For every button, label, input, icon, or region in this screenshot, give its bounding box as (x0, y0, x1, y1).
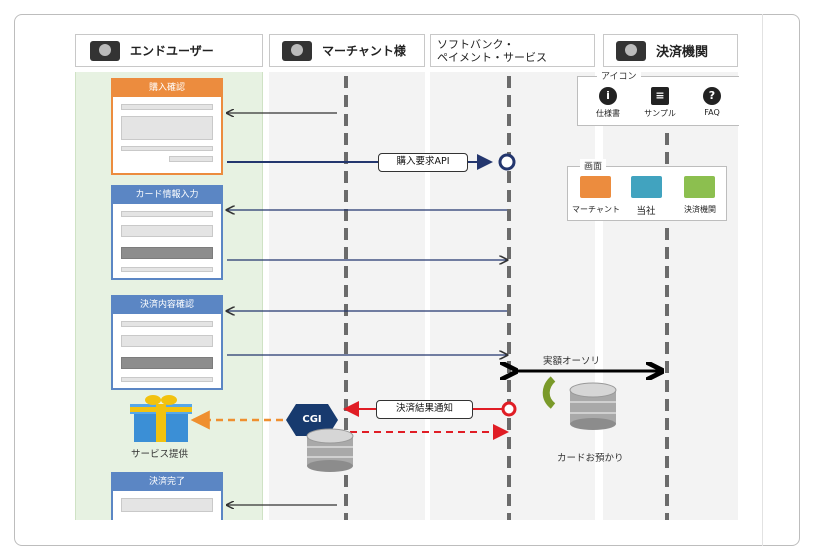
faq-icon-item[interactable]: ? FAQ (686, 87, 738, 117)
service-provision-label: サービス提供 (131, 449, 189, 460)
sbps-label-line2: ペイメント・サービス (437, 50, 547, 64)
faq-label: FAQ (704, 108, 720, 117)
payment-confirm-screen[interactable]: 決済内容確認 (111, 295, 223, 390)
mock-bar (121, 267, 213, 272)
payment-flow-diagram: エンドユーザー マーチャント様 ソフトバンク・ ペイメント・サービス 決済機関 (75, 34, 739, 520)
mock-card-brands (121, 335, 213, 347)
merchant-swatch (580, 176, 611, 198)
payment-complete-title: 決済完了 (113, 474, 221, 491)
settlement-lane (603, 72, 738, 520)
mock-bar (121, 211, 213, 217)
sample-document-icon: ≡ (651, 87, 669, 105)
person-icon (90, 40, 120, 61)
scrollbar-track[interactable] (762, 14, 763, 546)
mock-card-brands (121, 225, 213, 237)
question-icon: ? (703, 87, 721, 105)
purchase-confirm-title: 購入確認 (113, 80, 221, 97)
mock-bar (121, 498, 213, 512)
mock-product-image (121, 116, 213, 140)
settlement-swatch (684, 176, 715, 198)
settlement-result-notice-label[interactable]: 決済結果通知 (376, 400, 473, 419)
spec-label: 仕様書 (596, 109, 620, 118)
end-user-label: エンドユーザー (130, 44, 214, 58)
purchase-confirm-screen[interactable]: 購入確認 (111, 78, 223, 175)
purchase-request-endpoint (498, 153, 516, 171)
purchase-request-api-label[interactable]: 購入要求API (378, 153, 468, 172)
mock-input-field (121, 357, 213, 369)
card-storage-database-icon (542, 376, 617, 430)
merchant-label: マーチャント様 (322, 44, 406, 58)
gift-box-icon (130, 395, 192, 442)
sbps-header: ソフトバンク・ ペイメント・サービス (430, 34, 595, 67)
flow-arrows (130, 76, 669, 520)
icon-legend: i 仕様書 ≡ サンプル ? FAQ (577, 76, 739, 126)
cgi-label: CGI (302, 414, 322, 425)
notice-endpoint (501, 401, 517, 417)
sbps-lane (430, 72, 595, 520)
mock-bar (121, 321, 213, 327)
spec-icon-item[interactable]: i 仕様書 (582, 87, 634, 119)
company-swatch (631, 176, 662, 198)
mock-bar (121, 377, 213, 382)
icon-legend-title: アイコン (597, 69, 641, 82)
settlement-swatch-label: 決済機関 (684, 205, 716, 214)
screen-legend: マーチャント 当社 決済機関 (567, 166, 727, 221)
payment-confirm-title: 決済内容確認 (113, 297, 221, 314)
screen-legend-title: 画面 (580, 159, 607, 172)
card-input-title: カード情報入力 (113, 187, 221, 204)
mock-bar (121, 104, 213, 110)
merchant-header: マーチャント様 (269, 34, 425, 67)
merchant-database-icon (306, 428, 354, 472)
mock-button (169, 156, 213, 162)
actual-auth-label: 実額オーソリ (543, 356, 601, 367)
card-input-screen[interactable]: カード情報入力 (111, 185, 223, 280)
end-user-header: エンドユーザー (75, 34, 263, 67)
merchant-swatch-label: マーチャント (572, 205, 620, 214)
info-icon: i (599, 87, 617, 105)
card-storage-label: カードお預かり (557, 453, 624, 464)
settlement-label: 決済機関 (656, 45, 709, 60)
company-swatch-label: 当社 (636, 206, 656, 217)
cgi-hexagon (286, 404, 338, 436)
payment-complete-screen[interactable]: 決済完了 (111, 472, 223, 520)
sbps-label-line1: ソフトバンク・ (437, 37, 515, 51)
shop-icon (282, 40, 312, 61)
credit-card-icon (616, 40, 646, 61)
mock-bar (121, 146, 213, 151)
sample-icon-item[interactable]: ≡ サンプル (634, 87, 686, 119)
sample-label: サンプル (644, 109, 676, 118)
mock-input-field (121, 247, 213, 259)
settlement-header: 決済機関 (603, 34, 738, 67)
